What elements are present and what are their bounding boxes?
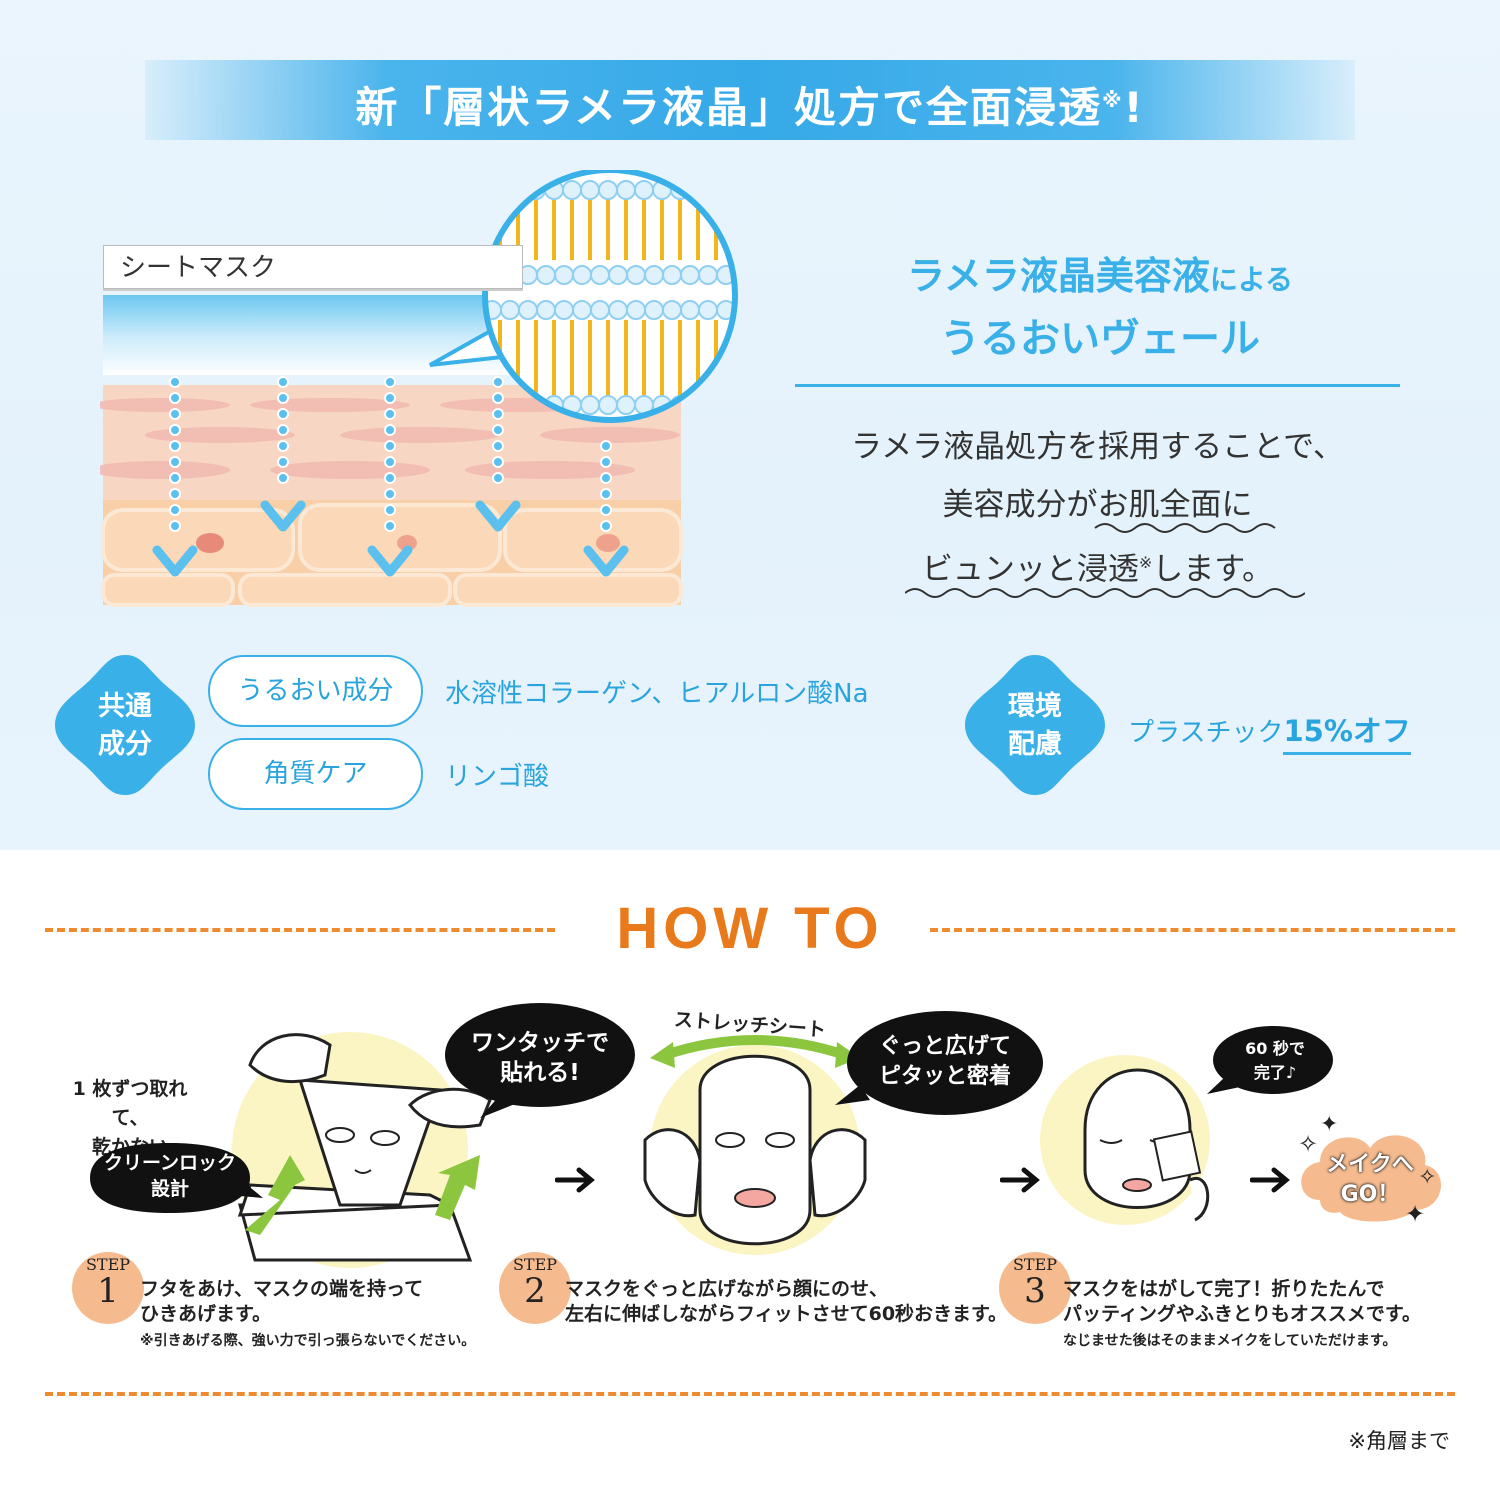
step2-bubble-text: ぐっと広げて ピタッと密着 xyxy=(878,1034,1011,1089)
step2-bubble xyxy=(835,1011,1043,1115)
banner-title: 新「層状ラメラ液晶」処方で全面浸透※! xyxy=(145,60,1355,140)
sparkle-icon: ✦ xyxy=(1405,1200,1426,1228)
step1-bubble-b xyxy=(445,1003,635,1118)
right-arrow-icon xyxy=(1000,1167,1040,1193)
moisture-label: うるおい成分 xyxy=(208,655,423,727)
step1-description: フタをあけ、マスクの端を持って ひきあげます。 xyxy=(140,1278,424,1325)
step3-badge-bg xyxy=(999,1252,1071,1324)
description-line3: ビュンッと浸透※します。 xyxy=(921,551,1274,588)
headline-line2: うるおいヴェール xyxy=(940,316,1260,362)
final-cloud xyxy=(1301,1135,1442,1222)
step1-bubble-a xyxy=(90,1143,263,1213)
step3-description: マスクをはがして完了！折りたたんで パッティングやふきとりもオススメです。 xyxy=(1063,1278,1421,1325)
sparkle-icon: ✧ xyxy=(1298,1130,1319,1158)
howto-title: HOW TO xyxy=(616,896,884,961)
moisture-value: 水溶性コラーゲン、ヒアルロン酸Na xyxy=(445,679,869,709)
right-arrow-icon xyxy=(555,1167,595,1193)
step1-badge: STEP 1 xyxy=(85,1255,131,1311)
headline-small: による xyxy=(1209,263,1294,296)
exfoliation-value: リンゴ酸 xyxy=(445,762,550,792)
step3-bubble-text: 60 秒で 完了♪ xyxy=(1245,1039,1305,1082)
skin-penetration-diagram xyxy=(100,170,738,607)
step2-description: マスクをぐっと広げながら顔にのせ、 左右に伸ばしながらフィットさせて60秒おきま… xyxy=(565,1278,1008,1325)
banner-title-mark: ※ xyxy=(1102,88,1124,112)
eco-badge xyxy=(965,655,1105,795)
right-arrow-icon xyxy=(1250,1167,1290,1193)
step2-badge: STEP 2 xyxy=(512,1255,558,1311)
step1-note: ※引きあげる際、強い力で引っ張らないでください。 xyxy=(140,1333,476,1349)
step3-bubble xyxy=(1207,1026,1333,1094)
description-line2: 美容成分がお肌全面に xyxy=(942,487,1253,523)
final-cloud-text: メイクへ GO！ xyxy=(1326,1152,1414,1207)
banner-title-end: ! xyxy=(1123,83,1145,132)
step2-illustration xyxy=(643,1035,867,1255)
howto-dash-right xyxy=(930,928,1455,932)
step3-badge: STEP 3 xyxy=(1012,1255,1058,1311)
description: ラメラ液晶処方を採用することで、 美容成分がお肌全面に ビュンッと浸透※します。 xyxy=(795,418,1400,598)
sparkle-icon: ✦ xyxy=(1320,1112,1339,1137)
down-arrow-icon xyxy=(169,376,612,532)
headline-main: ラメラ液晶美容液 xyxy=(906,254,1210,298)
bottom-dash xyxy=(45,1392,1455,1396)
divider xyxy=(795,384,1400,387)
common-ingredients-badge-text: 共通 成分 xyxy=(98,691,152,760)
wavy-underline xyxy=(905,523,1305,598)
sparkle-icon: ✧ xyxy=(1418,1165,1437,1190)
description-line1: ラメラ液晶処方を採用することで、 xyxy=(851,429,1344,465)
step3-illustration xyxy=(1040,1055,1210,1225)
eco-highlight: 15%オフ xyxy=(1283,714,1411,755)
footnote: ※角層まで xyxy=(1348,1429,1450,1453)
headline: ラメラ液晶美容液による うるおいヴェール xyxy=(820,250,1380,372)
eco-badge-text: 環境 配慮 xyxy=(1008,691,1062,760)
step3-note: なじませた後はそのままメイクをしていただけます。 xyxy=(1063,1333,1397,1349)
howto-dash-left xyxy=(45,928,555,932)
exfoliation-label: 角質ケア xyxy=(208,738,423,810)
step1-badge-bg xyxy=(72,1252,144,1324)
banner-title-text: 新「層状ラメラ液晶」処方で全面浸透 xyxy=(355,83,1103,132)
title-banner xyxy=(145,60,1355,140)
step1-bubble-b-text: ワンタッチで 貼れる! xyxy=(471,1030,609,1086)
step1-illustration xyxy=(232,1032,492,1268)
common-ingredients-badge xyxy=(55,655,195,795)
sheet-mask-label: シートマスク xyxy=(103,245,523,289)
step1-bubble-a-text: クリーンロック 設計 xyxy=(103,1152,237,1200)
eco-text: プラスチック15%オフ xyxy=(1128,708,1411,755)
step2-badge-bg xyxy=(499,1252,571,1324)
